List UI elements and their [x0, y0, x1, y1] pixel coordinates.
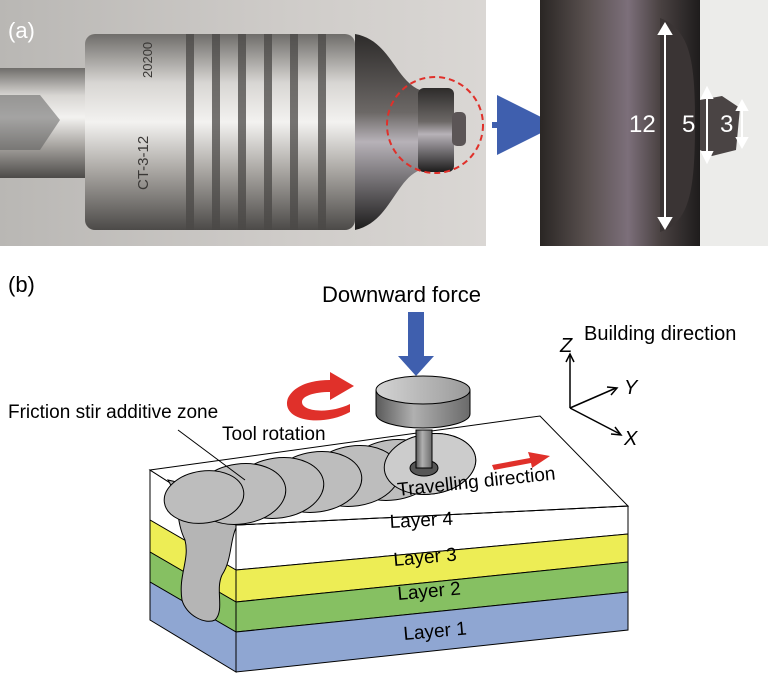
- axis-y: Y: [624, 377, 639, 399]
- photo-tool: CT-3-12 20200: [0, 0, 486, 246]
- axes: [565, 352, 623, 436]
- friction-zone-label: Friction stir additive zone: [8, 402, 218, 423]
- downward-force-label: Downward force: [322, 282, 481, 307]
- photo-zoom: 12 5 3: [540, 0, 768, 246]
- panel-a-label: (a): [8, 18, 35, 43]
- zoom-circle: [386, 76, 484, 174]
- downward-force-arrow: [398, 312, 434, 376]
- panel-b-label: (b): [8, 272, 35, 297]
- tool-rotation-label: Tool rotation: [222, 424, 326, 445]
- travelling-direction-arrow: [492, 452, 550, 470]
- tool-rotation-arrow: [286, 372, 354, 421]
- fsam-tool: [375, 375, 471, 477]
- layer-1: [235, 591, 629, 673]
- tool-engraving-2: 20200: [140, 42, 155, 78]
- building-direction-label: Building direction: [584, 323, 736, 345]
- layer-4-label: Layer 4: [389, 509, 454, 533]
- dim-pin-root: 5: [682, 111, 695, 138]
- friction-zone-callout: [177, 429, 246, 481]
- dim-shoulder: 12: [629, 111, 656, 138]
- tool-grooves: [186, 34, 326, 230]
- axis-x: X: [623, 428, 638, 450]
- tool-engraving-1: CT-3-12: [135, 136, 152, 190]
- dim-pin-tip: 3: [720, 111, 733, 138]
- axis-z: Z: [559, 335, 573, 357]
- dimension-lines: [657, 22, 749, 230]
